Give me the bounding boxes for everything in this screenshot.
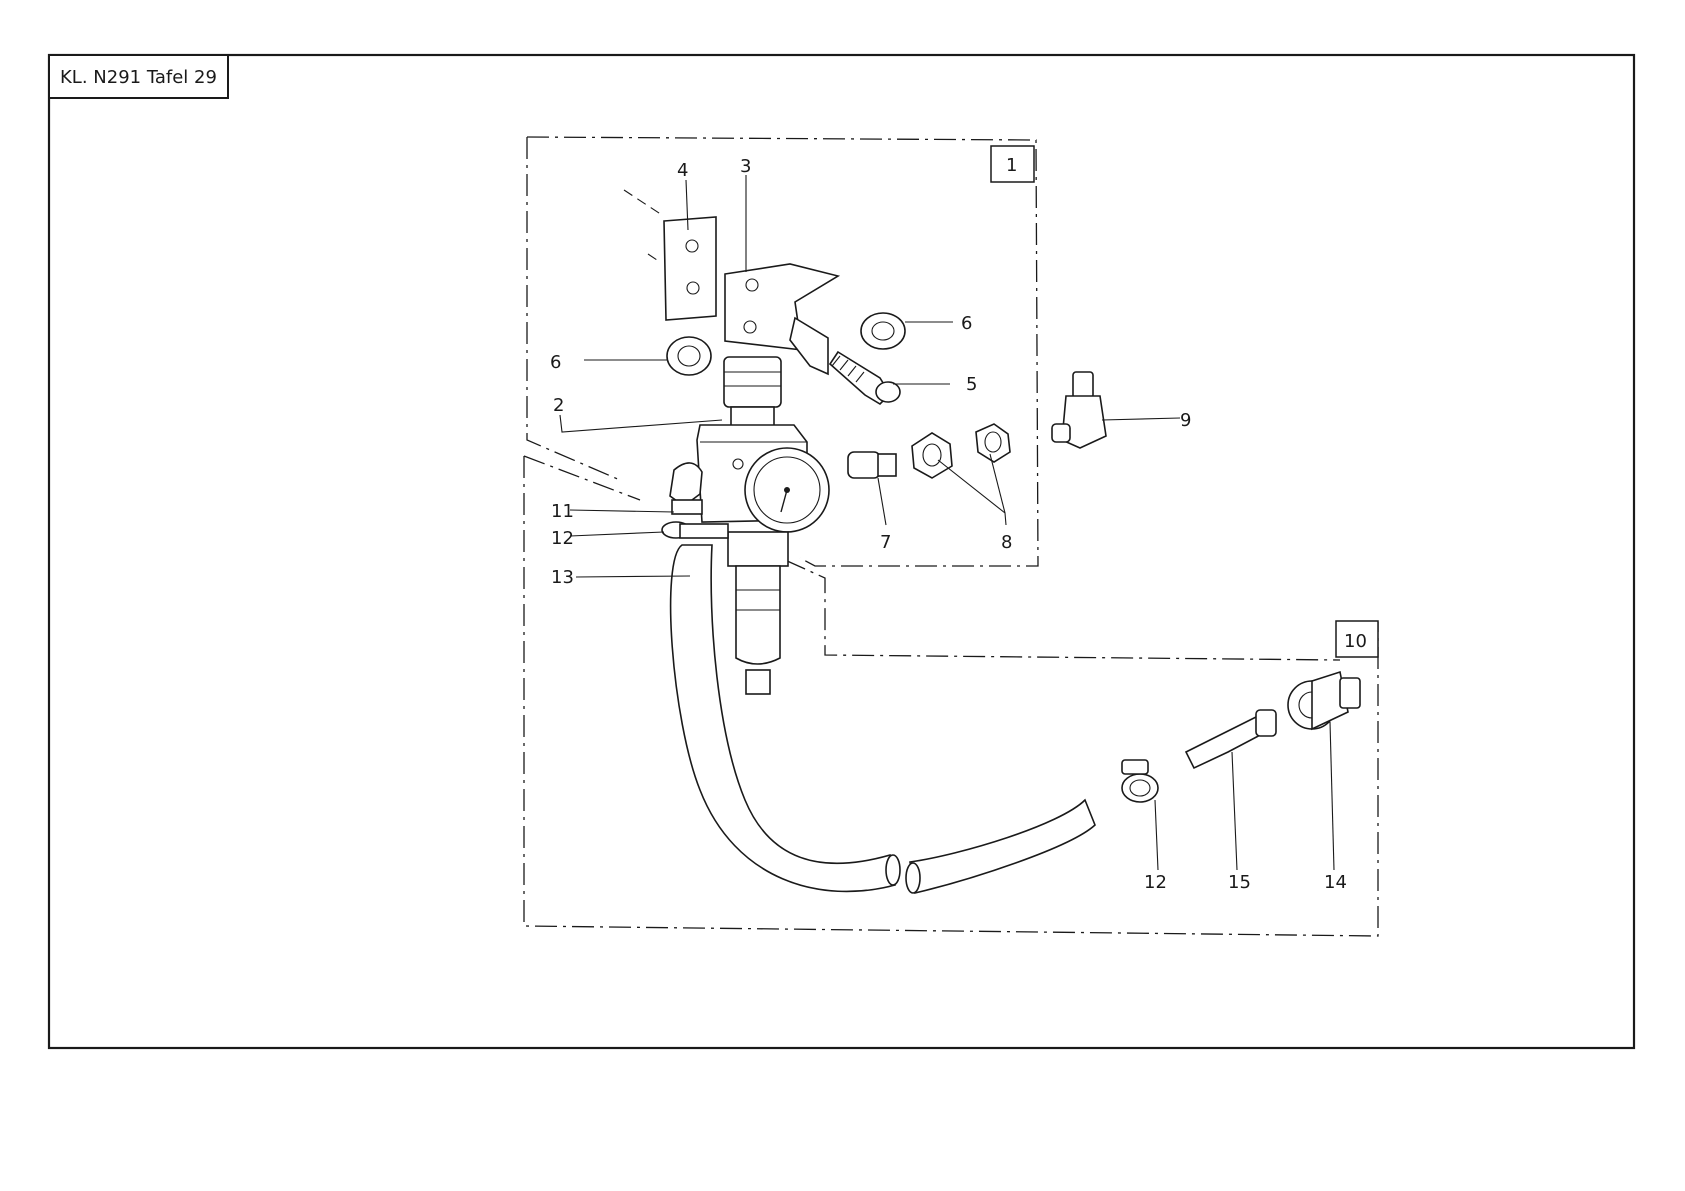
part-4-plate — [624, 190, 716, 320]
part-12-clamp-lower — [1122, 760, 1158, 802]
callout-8: 8 — [1001, 532, 1012, 553]
part-8-nut-right — [976, 424, 1010, 462]
callout-13: 13 — [551, 567, 574, 588]
part-11-nozzle — [670, 463, 702, 514]
sheet-title: KL. N291 Tafel 29 — [60, 67, 217, 88]
callout-12-upper: 12 — [551, 528, 574, 549]
callout-4: 4 — [677, 160, 688, 181]
group-10-label: 10 — [1344, 631, 1367, 652]
callout-3: 3 — [740, 156, 751, 177]
callout-11: 11 — [551, 501, 574, 522]
title-block: KL. N291 Tafel 29 — [49, 55, 228, 98]
callout-2: 2 — [553, 395, 564, 416]
part-6-washer-right — [861, 313, 905, 349]
callout-6-left: 6 — [550, 352, 561, 373]
part-5-screw — [830, 352, 900, 404]
part-12-clamp-upper — [662, 522, 728, 538]
callout-7: 7 — [880, 532, 891, 553]
sheet-frame — [49, 55, 1634, 1048]
part-14-coupler — [1288, 672, 1360, 729]
callout-9: 9 — [1180, 410, 1191, 431]
group-1-label: 1 — [1006, 155, 1017, 176]
part-9-elbow — [1052, 372, 1106, 448]
callout-6-right: 6 — [961, 313, 972, 334]
callout-15: 15 — [1228, 872, 1251, 893]
callout-12-lower: 12 — [1144, 872, 1167, 893]
callout-5: 5 — [966, 374, 977, 395]
part-8-nut-left — [912, 433, 952, 478]
part-13-hose — [671, 545, 1095, 893]
callout-14: 14 — [1324, 872, 1347, 893]
part-6-washer-left — [667, 337, 711, 375]
part-7-nipple — [848, 452, 896, 478]
part-15-plug — [1186, 710, 1276, 768]
